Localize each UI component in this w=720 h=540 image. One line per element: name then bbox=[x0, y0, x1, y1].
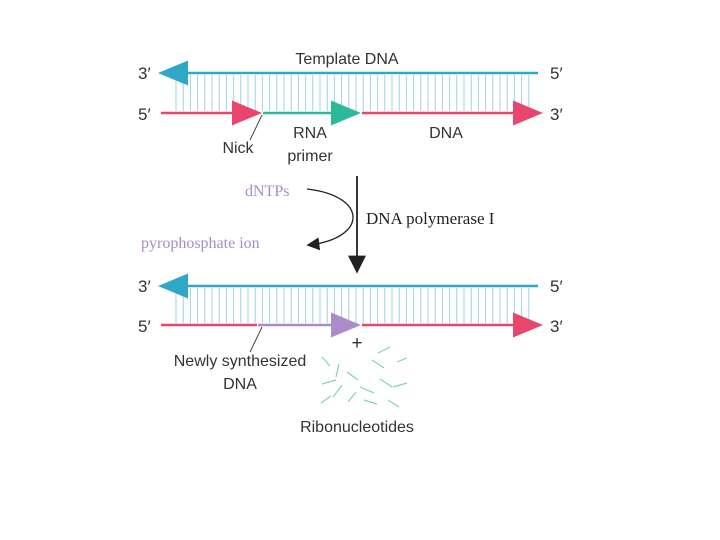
ribonucleotide-fragment bbox=[363, 399, 378, 405]
ribonucleotide-fragment bbox=[332, 384, 343, 398]
nick-pointer bbox=[249, 114, 263, 141]
top-synth-3prime-label: 3′ bbox=[550, 105, 563, 124]
newly-synthesized-pointer bbox=[249, 326, 263, 353]
ribonucleotide-fragment bbox=[321, 356, 331, 367]
top-base-pairs bbox=[175, 75, 530, 111]
newly-synthesized-label: Newly synthesized bbox=[174, 353, 307, 370]
dna-polymerase-label: DNA polymerase I bbox=[366, 209, 495, 228]
dntps-label: dNTPs bbox=[245, 183, 289, 200]
ribonucleotide-fragment bbox=[387, 399, 400, 408]
bottom-synth-3prime-label: 3′ bbox=[550, 317, 563, 336]
top-template-5prime-label: 5′ bbox=[550, 64, 563, 83]
dna-label: DNA bbox=[429, 125, 463, 142]
ribonucleotide-fragment bbox=[321, 379, 337, 385]
ribonucleotide-fragment bbox=[346, 371, 359, 381]
nick-label: Nick bbox=[222, 140, 254, 157]
ribonucleotides-label: Ribonucleotides bbox=[300, 419, 414, 436]
ribonucleotide-fragment bbox=[396, 357, 408, 363]
top-template-3prime-label: 3′ bbox=[138, 64, 151, 83]
bottom-template-5prime-label: 5′ bbox=[550, 277, 563, 296]
bottom-base-pairs bbox=[175, 288, 530, 323]
ribonucleotide-fragment bbox=[335, 363, 340, 378]
ribonucleotide-fragment bbox=[371, 359, 385, 369]
ribonucleotide-fragments bbox=[320, 346, 408, 408]
ribonucleotide-fragment bbox=[377, 346, 391, 354]
bottom-synth-5prime-label: 5′ bbox=[138, 317, 151, 336]
pyrophosphate-label: pyrophosphate ion bbox=[141, 235, 260, 252]
newly-synthesized-dna-label: DNA bbox=[223, 376, 257, 393]
ribonucleotide-fragment bbox=[379, 378, 393, 388]
template-dna-label: Template DNA bbox=[295, 51, 398, 68]
side-reaction-arrow bbox=[306, 188, 354, 251]
ribonucleotide-fragment bbox=[359, 386, 375, 394]
bottom-template-3prime-label: 3′ bbox=[138, 277, 151, 296]
ribonucleotide-fragment bbox=[392, 382, 408, 388]
ribonucleotide-fragment bbox=[320, 395, 332, 404]
plus-sign: + bbox=[351, 333, 362, 354]
top-synth-5prime-label: 5′ bbox=[138, 105, 151, 124]
ribonucleotide-fragment bbox=[347, 391, 357, 403]
rna-label: RNA bbox=[293, 125, 327, 142]
primer-label: primer bbox=[287, 148, 333, 165]
